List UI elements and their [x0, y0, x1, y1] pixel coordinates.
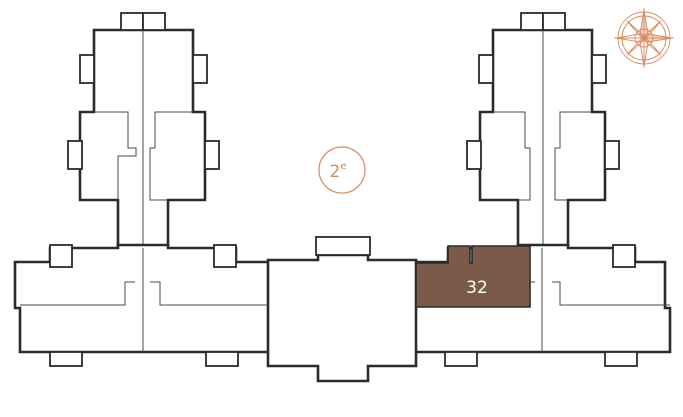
- unit-32-label: 32: [466, 278, 488, 298]
- unit-32[interactable]: 32: [415, 245, 531, 308]
- floor-indicator: 2e: [318, 146, 366, 194]
- floor-label: 2e: [330, 161, 347, 182]
- central-core: [266, 236, 418, 383]
- compass-rose-icon: [614, 8, 674, 68]
- left-base: [13, 243, 272, 367]
- right-wing: [466, 12, 620, 250]
- left-wing: [67, 12, 220, 250]
